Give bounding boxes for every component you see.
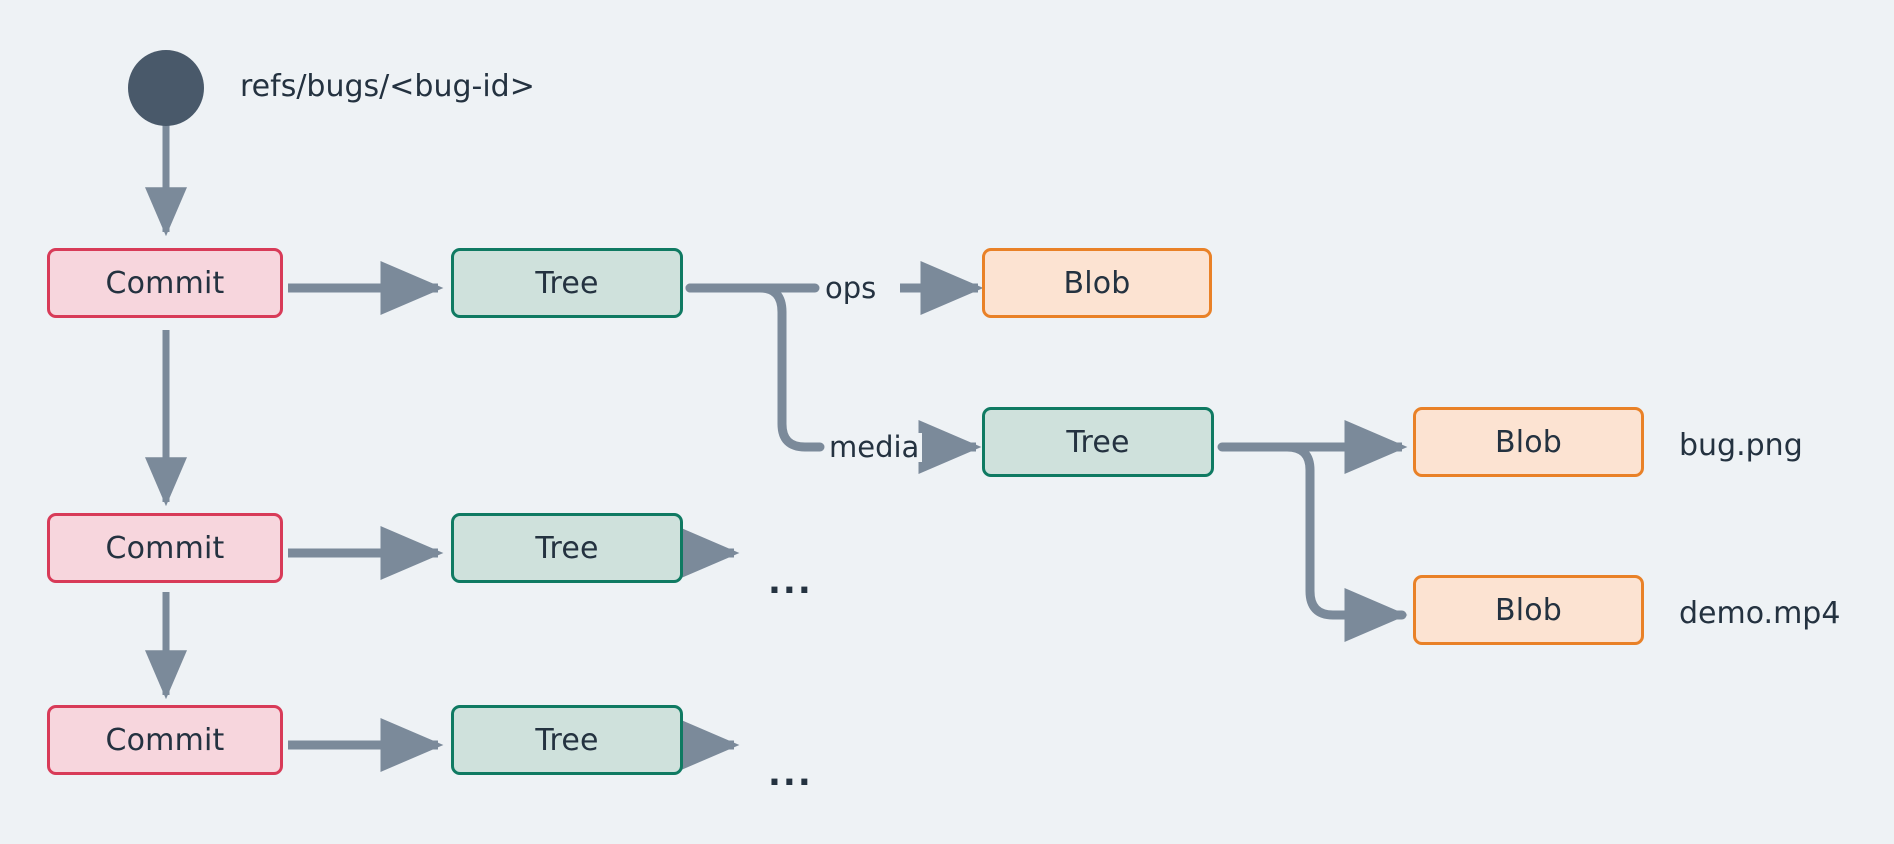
ref-label: refs/bugs/<bug-id> <box>240 69 535 104</box>
node-blob-demo-mp4[interactable]: Blob <box>1413 575 1644 645</box>
edge-label-ops: ops <box>822 274 880 303</box>
node-commit-2[interactable]: Commit <box>47 513 283 583</box>
file-label-demo-mp4: demo.mp4 <box>1679 596 1841 631</box>
ellipsis-row-2: ... <box>768 562 813 602</box>
node-tree-media[interactable]: Tree <box>982 407 1214 477</box>
ellipsis-row-3: ... <box>768 754 813 794</box>
node-tree-3[interactable]: Tree <box>451 705 683 775</box>
file-label-bug-png: bug.png <box>1679 428 1803 463</box>
edge-treemedia-to-blob-mp4 <box>1217 442 1408 642</box>
ref-pointer-dot[interactable] <box>128 50 204 126</box>
node-blob-ops[interactable]: Blob <box>982 248 1212 318</box>
node-tree-1[interactable]: Tree <box>451 248 683 318</box>
node-commit-1[interactable]: Commit <box>47 248 283 318</box>
edge-label-media: media <box>826 433 923 462</box>
node-tree-2[interactable]: Tree <box>451 513 683 583</box>
edge-tree1-to-media <box>685 283 825 452</box>
node-blob-bug-png[interactable]: Blob <box>1413 407 1644 477</box>
node-commit-3[interactable]: Commit <box>47 705 283 775</box>
